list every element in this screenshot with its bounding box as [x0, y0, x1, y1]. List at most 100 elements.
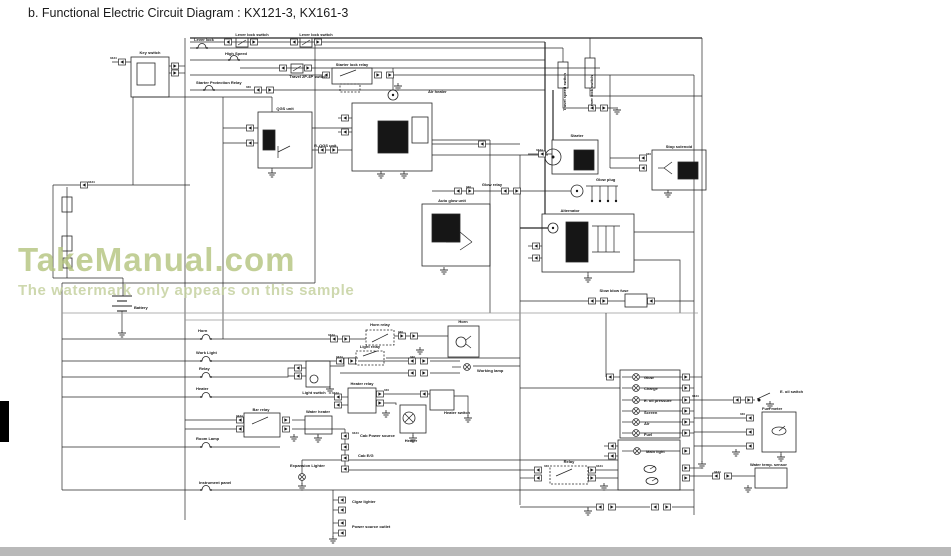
wire — [459, 231, 473, 243]
component-box — [549, 465, 589, 485]
diagram-label: 0434 — [536, 148, 543, 152]
gauge-icon — [645, 477, 659, 485]
connector-icon — [252, 40, 256, 44]
connector-icon — [480, 142, 484, 146]
component-circle — [402, 411, 416, 425]
lamp-icon — [633, 397, 639, 403]
connector-icon — [590, 106, 594, 110]
connector-icon — [292, 40, 296, 44]
fuse-icon — [200, 392, 212, 398]
connector-icon — [343, 456, 347, 460]
component-box — [347, 387, 377, 414]
diagram-label: 0434 — [692, 394, 699, 398]
component-circle — [570, 184, 584, 198]
wire — [292, 65, 302, 72]
component-box — [243, 412, 281, 438]
component-box — [61, 235, 73, 252]
component-box — [365, 329, 395, 346]
component-box — [651, 149, 707, 191]
diagram-label: Working lamp — [477, 368, 504, 373]
diagram-label: Relay — [564, 459, 575, 464]
connector-icon — [284, 427, 288, 431]
lamp-icon — [464, 364, 470, 370]
connector-icon — [173, 64, 177, 68]
diagram-label: Lever lock switch — [299, 32, 333, 37]
diagram-label: 040 — [544, 464, 549, 468]
component-box — [136, 62, 156, 86]
fuse-icon — [200, 360, 202, 362]
fuse-icon — [206, 47, 208, 49]
connector-icon — [641, 166, 645, 170]
connector-icon — [410, 371, 414, 375]
page-bottom-bar — [0, 547, 951, 556]
diagram-label: Cab Power source — [360, 433, 396, 438]
connector-icon — [343, 130, 347, 134]
fuse-icon — [200, 485, 212, 491]
fuse-icon — [200, 338, 202, 340]
wire — [663, 161, 673, 169]
wire — [251, 416, 269, 425]
wire — [277, 145, 291, 153]
component-box — [299, 37, 313, 48]
component-circle — [309, 374, 319, 384]
diagram-label: 040 — [398, 330, 403, 334]
page-title: b. Functional Electric Circuit Diagram :… — [28, 6, 349, 20]
component-circle — [598, 199, 602, 203]
diagram-label: Heater — [196, 386, 209, 391]
lamp-icon — [463, 363, 471, 371]
lamp-icon — [633, 430, 639, 436]
connector-icon — [534, 244, 538, 248]
diagram-label: 0434 — [352, 431, 359, 435]
connector-icon — [412, 334, 416, 338]
connector-icon — [610, 444, 614, 448]
component-circle — [387, 89, 399, 101]
diagram-label: Room Lamp — [196, 436, 220, 441]
connector-icon — [350, 359, 354, 363]
component-box — [411, 116, 429, 144]
component-box — [377, 120, 409, 154]
lamp-icon — [298, 473, 306, 481]
diagram-label: Charge — [644, 386, 659, 391]
connector-icon — [338, 359, 342, 363]
diagram-label: 040 — [466, 185, 471, 189]
component-box — [61, 196, 73, 213]
wire — [404, 413, 414, 423]
component-circle — [606, 199, 610, 203]
fuse-icon — [200, 356, 212, 362]
diagram-label: Cab E/G — [358, 453, 374, 458]
fuse-icon — [200, 446, 202, 448]
connector-icon — [296, 366, 300, 370]
component-circle — [590, 199, 594, 203]
diagram-label: Cigar lighter — [352, 499, 376, 504]
diagram-label: Expansion Lighter — [290, 463, 325, 468]
connector-icon — [422, 359, 426, 363]
connector-icon — [641, 156, 645, 160]
diagram-label: Travel 2P-4P switch — [289, 74, 327, 79]
connector-icon — [536, 476, 540, 480]
connector-icon — [684, 398, 688, 402]
connector-icon — [714, 474, 718, 478]
diagram-label: 040 — [410, 355, 415, 359]
connector-icon — [684, 466, 688, 470]
connector-icon — [336, 395, 340, 399]
fuse-icon — [196, 43, 208, 49]
connector-icon — [515, 189, 519, 193]
diagram-label: R. QGS unit — [314, 143, 337, 148]
diagram-label: E. oil switch — [780, 389, 804, 394]
diagram-label: Fuel — [644, 432, 652, 437]
fuse-icon — [228, 59, 230, 61]
wire — [589, 88, 702, 97]
fuse-icon — [210, 338, 212, 340]
component-circle — [614, 199, 618, 203]
lamp-icon — [632, 396, 640, 404]
connector-icon — [340, 508, 344, 512]
lamp-icon — [633, 419, 639, 425]
diagram-label: High Speed — [225, 51, 248, 56]
component-box — [754, 467, 788, 489]
connector-icon — [332, 148, 336, 152]
fuse-icon — [210, 376, 212, 378]
wire — [371, 333, 389, 343]
connector-icon — [598, 505, 602, 509]
connector-icon — [503, 189, 507, 193]
